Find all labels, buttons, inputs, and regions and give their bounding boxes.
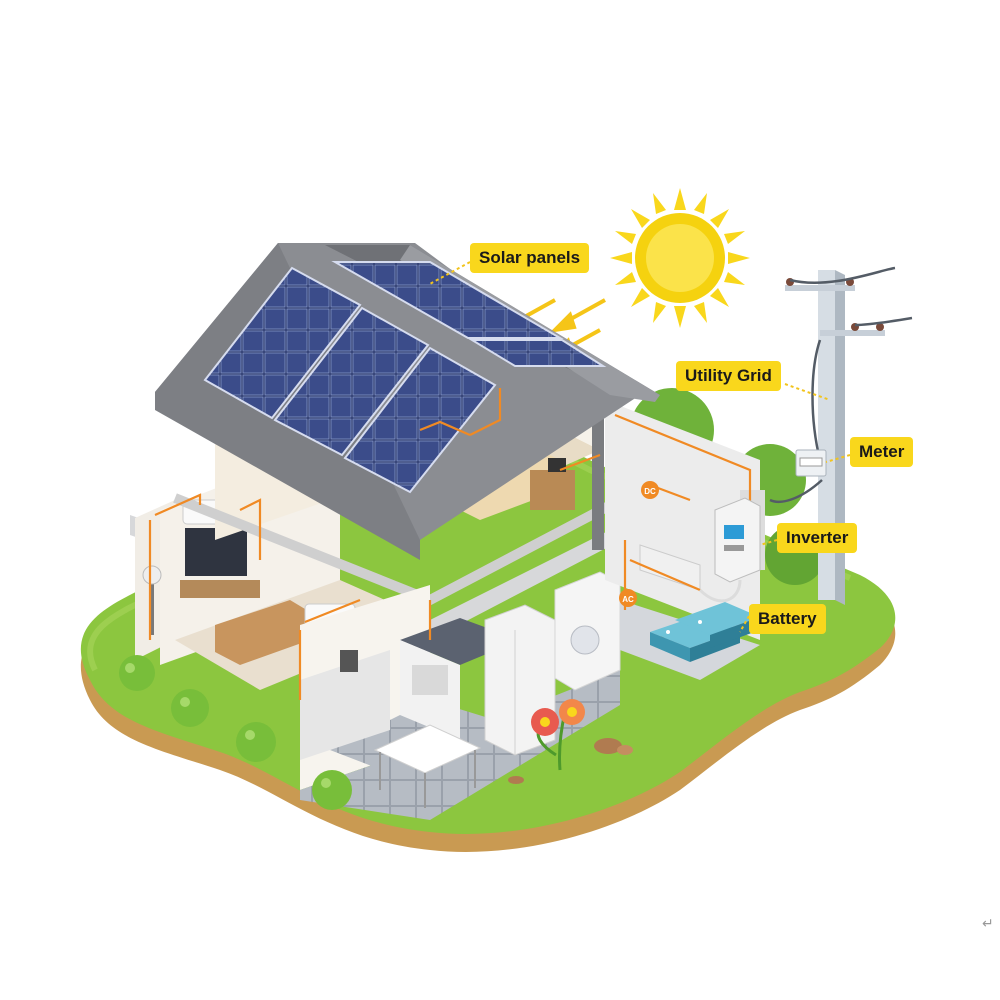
kitchen-counter (300, 650, 390, 760)
ac-marker: AC (619, 589, 637, 607)
meter-label: Meter (850, 437, 914, 467)
battery-icon (650, 602, 760, 662)
flower-icon (531, 699, 585, 771)
desk (530, 470, 575, 510)
rocks (508, 738, 633, 784)
return-icon: ↵ (982, 916, 994, 932)
solar-panels-label: Solar panels (470, 243, 590, 273)
dc-marker-label: DC (644, 487, 656, 496)
battery-label: Battery (749, 604, 826, 634)
inverter-icon (714, 497, 761, 583)
utility-grid-label: Utility Grid (676, 361, 781, 391)
sun-icon (610, 188, 750, 328)
shrubs (119, 655, 352, 810)
solar-panels (203, 261, 607, 494)
ac-marker-label: AC (622, 595, 634, 604)
callout-leaders (427, 261, 851, 633)
dining-table (373, 724, 482, 774)
inverter-cable (698, 579, 742, 603)
sofa (215, 600, 310, 665)
utility-pole-icon (769, 266, 913, 605)
inverter-label: Inverter (777, 523, 858, 553)
dc-marker: DC (641, 481, 659, 499)
meter-icon (795, 449, 827, 477)
